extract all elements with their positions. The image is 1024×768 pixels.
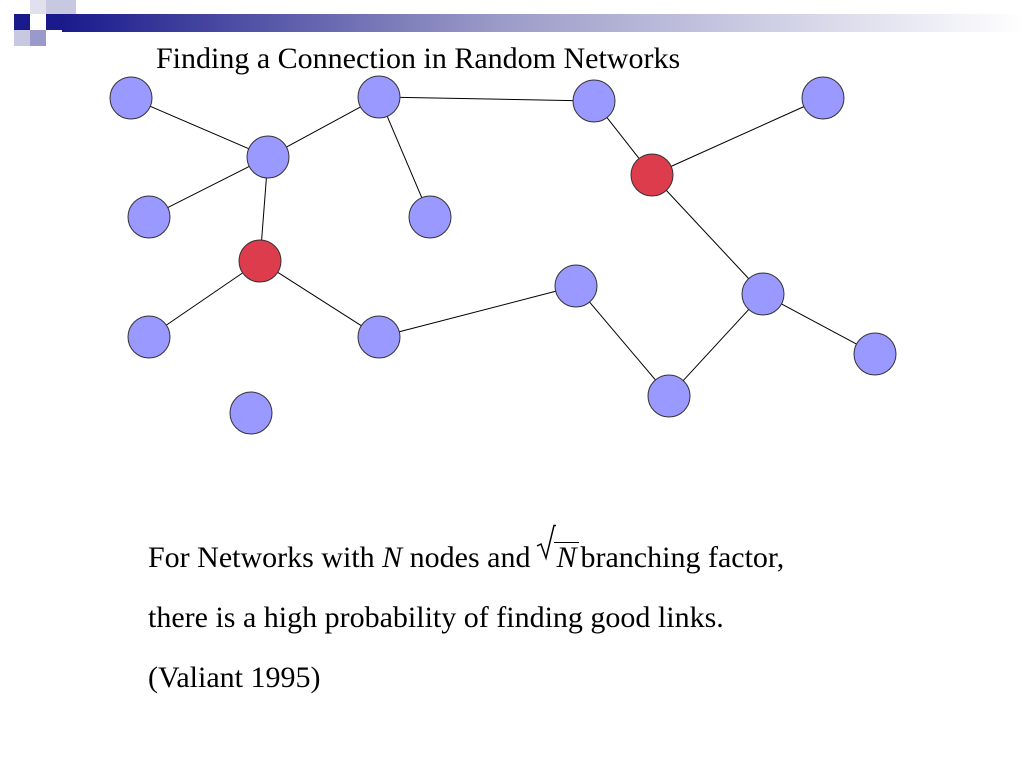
edge-n9-n10 — [166, 272, 243, 326]
deco-square — [14, 30, 30, 46]
deco-square — [46, 0, 62, 14]
edge-n11-n15 — [682, 309, 750, 381]
edge-n4-n5 — [386, 116, 423, 198]
edge-n4-n6 — [399, 96, 574, 102]
edge-n15-n14 — [589, 301, 656, 381]
edge-n6-n8 — [606, 117, 640, 159]
edge-n8-n7 — [670, 106, 805, 167]
node — [572, 79, 616, 123]
node — [127, 315, 171, 359]
deco-square — [14, 14, 30, 30]
header-decoration — [14, 0, 1024, 46]
sqrt-radicand: N — [554, 541, 579, 574]
node — [109, 76, 153, 120]
node — [357, 315, 401, 359]
node — [246, 135, 290, 179]
slide-title: Finding a Connection in Random Networks — [156, 42, 681, 75]
node — [853, 332, 897, 376]
node-group — [109, 75, 897, 435]
edge-n3-n9 — [261, 177, 267, 241]
edge-n1-n3 — [150, 105, 249, 150]
node — [741, 272, 785, 316]
node — [647, 374, 691, 418]
node — [229, 391, 273, 435]
node — [357, 75, 401, 119]
edge-group — [150, 96, 857, 381]
sqrt-expression: N — [536, 524, 579, 588]
deco-square — [30, 30, 46, 46]
edge-n8-n11 — [665, 190, 750, 279]
edge-n14-n13 — [399, 290, 556, 333]
edge-n2-n3 — [167, 166, 250, 208]
edge-n3-n4 — [286, 106, 361, 148]
node — [127, 195, 171, 239]
var-n: N — [382, 541, 403, 574]
text-line-3: (Valiant 1995) — [148, 661, 321, 694]
node — [408, 195, 452, 239]
node — [801, 76, 845, 120]
line1-mid: nodes and — [409, 541, 531, 574]
line1-post: branching factor, — [580, 541, 785, 574]
edge-n13-n9 — [277, 271, 362, 327]
node — [554, 264, 598, 308]
deco-square — [62, 0, 76, 14]
header-gradient-bar — [62, 14, 1024, 32]
node-highlighted — [238, 239, 282, 283]
text-line-2: there is a high probability of finding g… — [148, 601, 724, 634]
radical-sign-icon — [537, 524, 557, 561]
deco-square — [30, 0, 46, 14]
node-highlighted — [630, 153, 674, 197]
line1-pre: For Networks with — [148, 541, 375, 574]
edge-n11-n12 — [781, 303, 857, 345]
deco-square — [46, 14, 62, 30]
